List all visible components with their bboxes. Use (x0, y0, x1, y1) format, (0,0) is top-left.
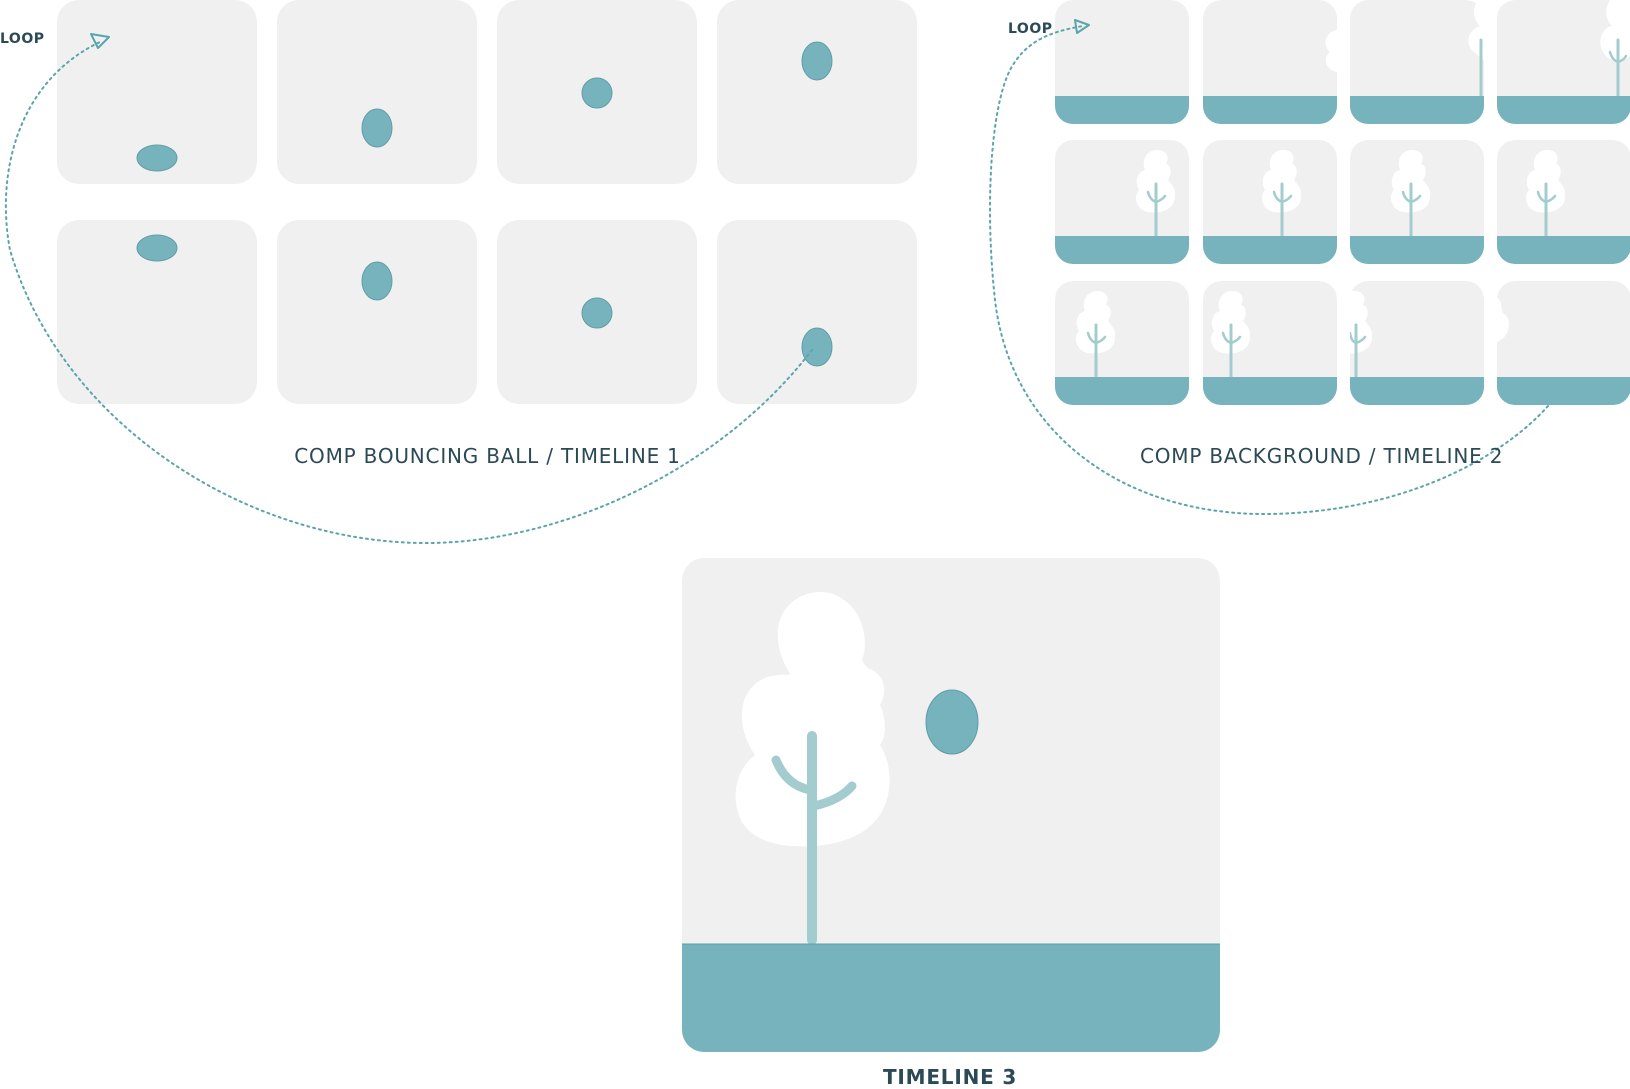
tree (1136, 150, 1176, 240)
ball (801, 327, 833, 367)
tree (1076, 291, 1116, 381)
ball (361, 261, 393, 301)
t2-frame-6 (1203, 140, 1337, 264)
t2-frame-4 (1497, 0, 1630, 124)
timeline2-frames (1055, 0, 1630, 405)
ball (136, 234, 178, 262)
t1-frame-7 (497, 220, 697, 404)
t1-loop-arrow (4, 33, 813, 545)
ball (581, 297, 613, 329)
arrowhead-icon (90, 33, 110, 49)
t2-frame-10 (1203, 281, 1337, 405)
timeline1-frames (57, 0, 917, 404)
tree (735, 592, 890, 945)
ground (682, 944, 1220, 1052)
ball (925, 689, 979, 755)
t2-frame-11 (1350, 281, 1484, 405)
tree-branch-left (771, 755, 815, 795)
t1-frame-4 (717, 0, 917, 184)
t2-frame-5 (1055, 140, 1189, 264)
t1-frame-5 (57, 220, 257, 404)
t2-frame-2 (1203, 0, 1337, 124)
t2-frame-12 (1497, 281, 1630, 405)
t1-frame-6 (277, 220, 477, 404)
tree (1211, 291, 1251, 381)
t2-loop-arrow (989, 19, 1549, 516)
tree (1526, 150, 1566, 240)
ball (136, 144, 178, 172)
timeline3-scene (682, 558, 1220, 1052)
ball (581, 77, 613, 109)
t2-frame-9 (1055, 281, 1189, 405)
tree (1262, 150, 1302, 240)
tree (1350, 291, 1373, 381)
timeline1-label: COMP BOUNCING BALL / TIMELINE 1 (294, 444, 681, 468)
t2-loop-label: LOOP (1008, 21, 1053, 37)
t1-loop-label: LOOP (0, 31, 45, 47)
tree (1391, 150, 1431, 240)
t2-frame-1 (1055, 0, 1189, 124)
t2-frame-8 (1497, 140, 1630, 264)
t2-frame-3 (1350, 0, 1484, 124)
tree-branch-right (809, 781, 857, 811)
t1-frame-8 (717, 220, 917, 404)
t2-frame-7 (1350, 140, 1484, 264)
ball (801, 41, 833, 81)
timeline3-label: TIMELINE 3 (882, 1065, 1018, 1089)
t1-frame-2 (277, 0, 477, 184)
ball (361, 108, 393, 148)
t1-frame-3 (497, 0, 697, 184)
t1-frame-1 (57, 0, 257, 184)
arrowhead-icon (1074, 19, 1090, 34)
timeline2-label: COMP BACKGROUND / TIMELINE 2 (1140, 444, 1504, 468)
